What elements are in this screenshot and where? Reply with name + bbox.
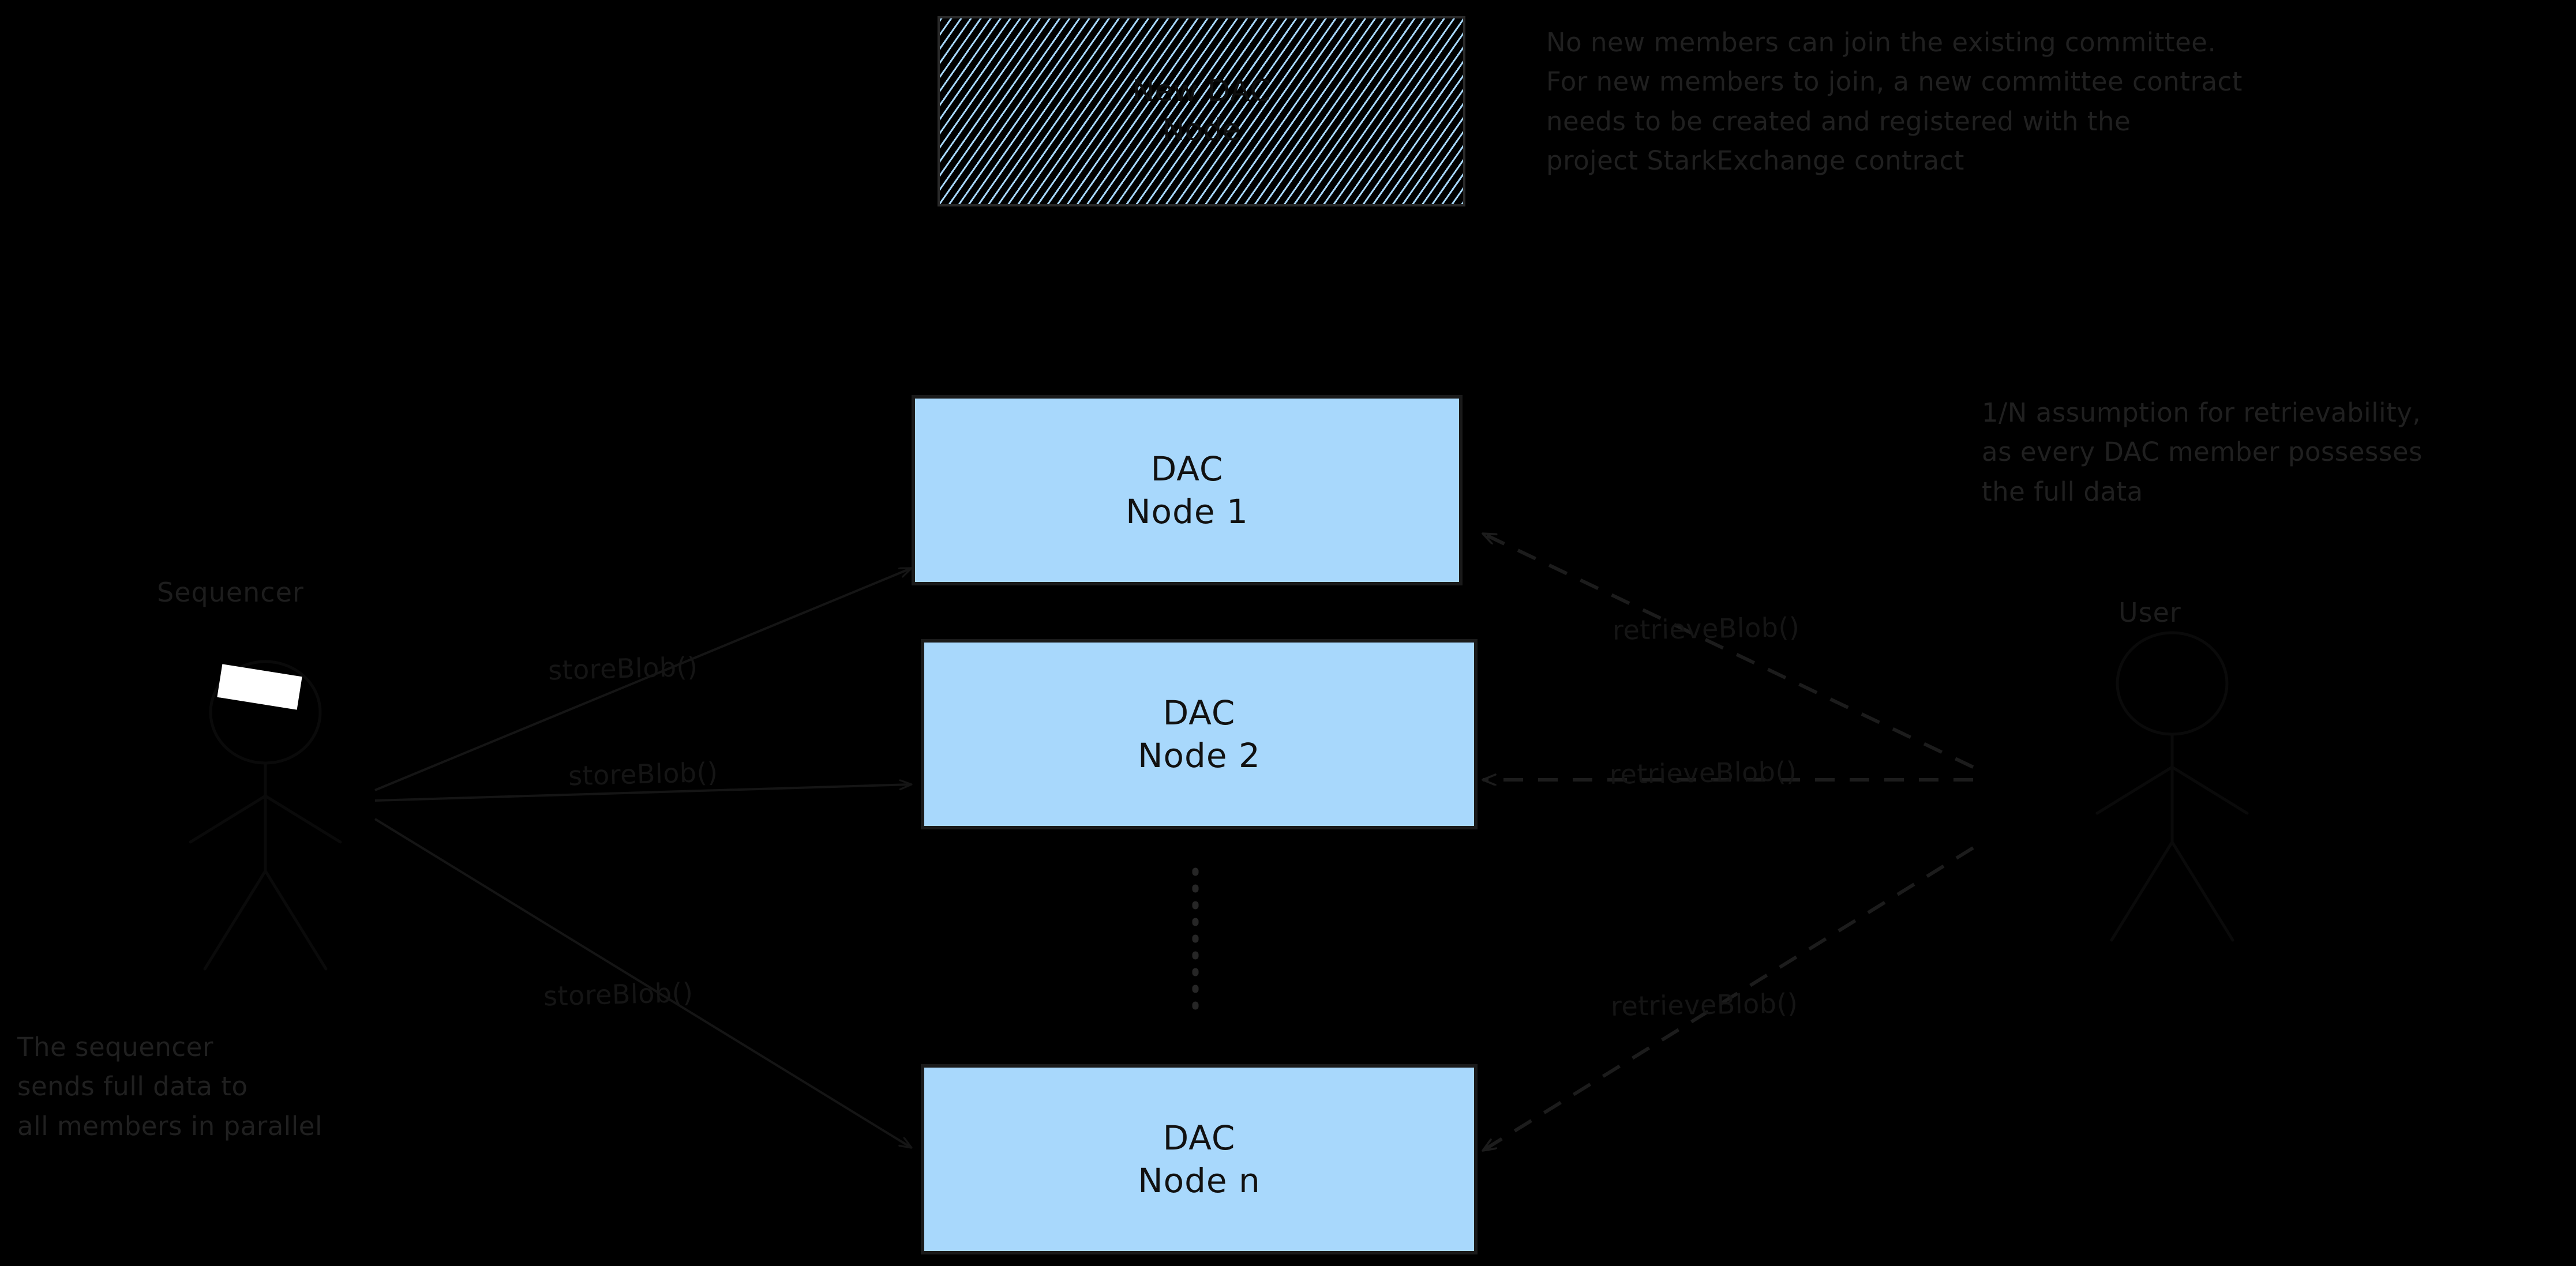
note-retrievability: 1/N assumption for retrievability, as ev…	[1982, 397, 2423, 507]
edge-label-retrieveblob-node1: retrieveBlob()	[1612, 611, 1800, 646]
sequencer-label: Sequencer	[157, 577, 304, 608]
new-dac-node-box[interactable]: New DAC Node	[938, 16, 1465, 206]
note-committee: No new members can join the existing com…	[1546, 27, 2243, 176]
dac-node-n-line1: DAC	[1163, 1118, 1236, 1158]
new-node-line2: Node	[1162, 113, 1241, 148]
edge-retrieveblob-node1	[1483, 532, 1974, 769]
dac-node-2-line1: DAC	[1163, 693, 1236, 732]
dac-node-1-box[interactable]: DAC Node 1	[912, 395, 1463, 585]
edge-label-storeblob-node1: storeBlob()	[548, 651, 699, 686]
edge-label-storeblob-node2: storeBlob()	[568, 756, 719, 792]
user-person-icon	[2095, 631, 2249, 942]
edge-label-retrieveblob-node2: retrieveBlob()	[1609, 756, 1797, 790]
edge-label-storeblob-noden: storeBlob()	[543, 976, 694, 1012]
dac-node-1-line1: DAC	[1150, 449, 1224, 489]
dac-node-n-box[interactable]: DAC Node n	[921, 1064, 1478, 1254]
user-label: User	[2118, 597, 2181, 628]
new-node-line1: New DAC	[1132, 74, 1271, 109]
sequencer-person-icon	[189, 660, 342, 971]
dac-node-n-line2: Node n	[1138, 1161, 1261, 1200]
note-sequencer: The sequencer sends full data to all mem…	[17, 1032, 323, 1141]
edge-label-retrieveblob-noden: retrieveBlob()	[1610, 987, 1798, 1022]
dac-node-2-box[interactable]: DAC Node 2	[921, 639, 1478, 829]
sequencer-badge	[217, 664, 302, 710]
dac-node-2-line2: Node 2	[1138, 736, 1261, 775]
dac-node-1-line2: Node 1	[1126, 492, 1248, 531]
